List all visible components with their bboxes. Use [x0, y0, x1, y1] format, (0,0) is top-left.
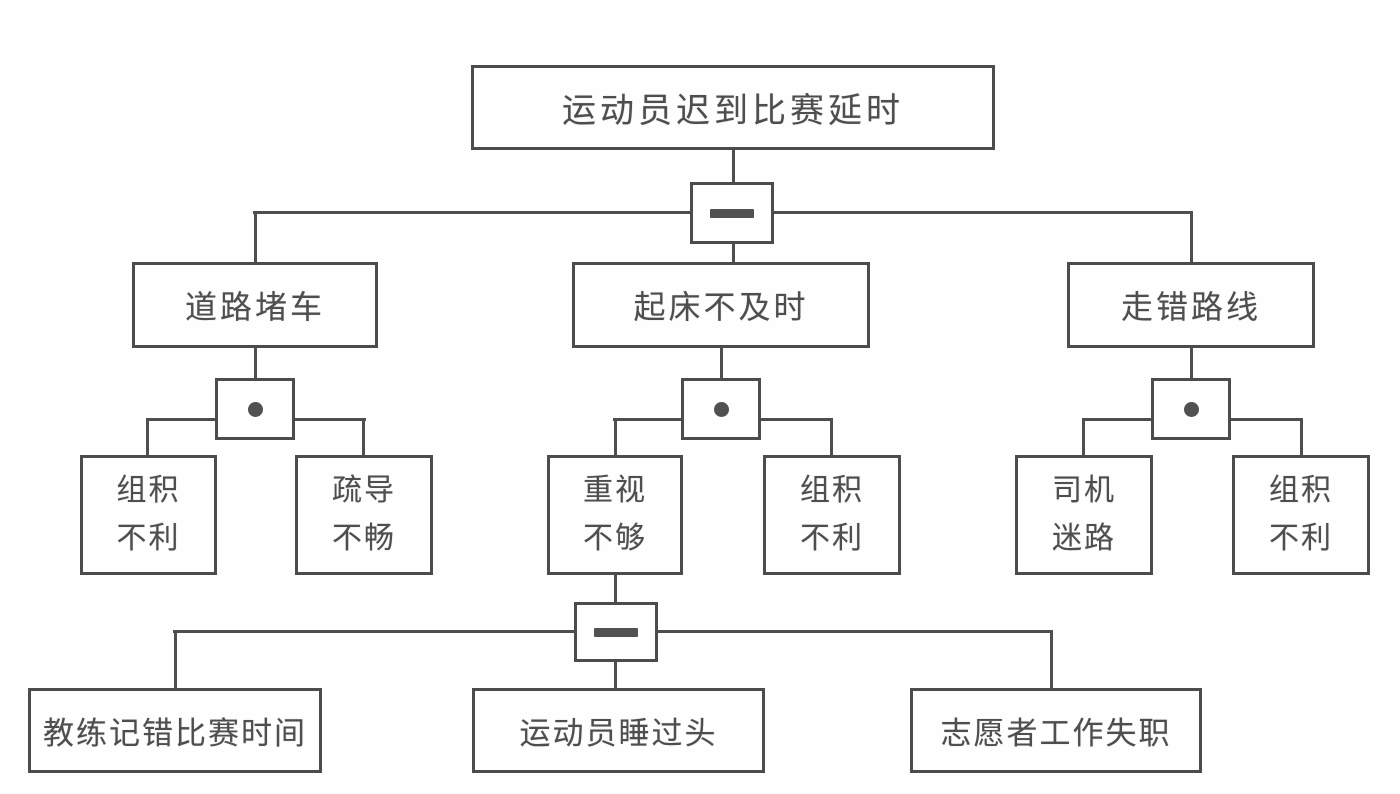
dot-icon: [247, 401, 263, 417]
node-basic-athlete-overslept: 运动员睡过头: [472, 688, 765, 773]
node-subcause-organization-poor-1: 组积 不利: [80, 455, 217, 575]
node-subcause-dispersal-blocked: 疏导 不畅: [295, 455, 433, 575]
node-subcause-driver-lost: 司机 迷路: [1015, 455, 1153, 575]
connector-line: [146, 418, 149, 455]
minus-icon: [710, 208, 754, 218]
connector-line: [174, 630, 177, 689]
connector-line: [254, 348, 257, 378]
connector-line: [254, 211, 257, 262]
connector-line: [732, 150, 735, 182]
dot-gate: [215, 378, 295, 440]
node-basic-volunteer-negligence: 志愿者工作失职: [910, 688, 1202, 773]
node-cause-traffic-jam: 道路堵车: [132, 262, 378, 348]
minus-gate: [690, 182, 774, 244]
node-cause-late-rising: 起床不及时: [572, 262, 870, 348]
connector-line: [362, 418, 365, 455]
dot-gate: [681, 378, 761, 440]
connector-line: [720, 348, 723, 378]
node-subcause-insufficient-attention: 重视 不够: [547, 455, 683, 575]
node-subcause-organization-poor-3: 组积 不利: [1232, 455, 1370, 575]
node-basic-coach-wrong-time: 教练记错比赛时间: [28, 688, 322, 773]
connector-line: [830, 418, 833, 455]
connector-line: [1300, 418, 1303, 455]
node-subcause-organization-poor-2: 组积 不利: [763, 455, 901, 575]
minus-gate: [574, 602, 658, 662]
dot-icon: [713, 401, 729, 417]
connector-line: [1190, 348, 1193, 378]
connector-line: [614, 418, 617, 455]
node-cause-wrong-route: 走错路线: [1067, 262, 1315, 348]
dot-icon: [1183, 401, 1199, 417]
connector-line: [1050, 630, 1053, 688]
connector-line: [614, 575, 617, 602]
connector-line: [614, 662, 617, 688]
connector-line: [1190, 211, 1193, 262]
node-top-event: 运动员迟到比赛延时: [471, 65, 995, 150]
connector-line: [732, 244, 735, 264]
dot-gate: [1151, 378, 1231, 440]
connector-line: [1082, 418, 1085, 455]
minus-icon: [594, 627, 638, 637]
